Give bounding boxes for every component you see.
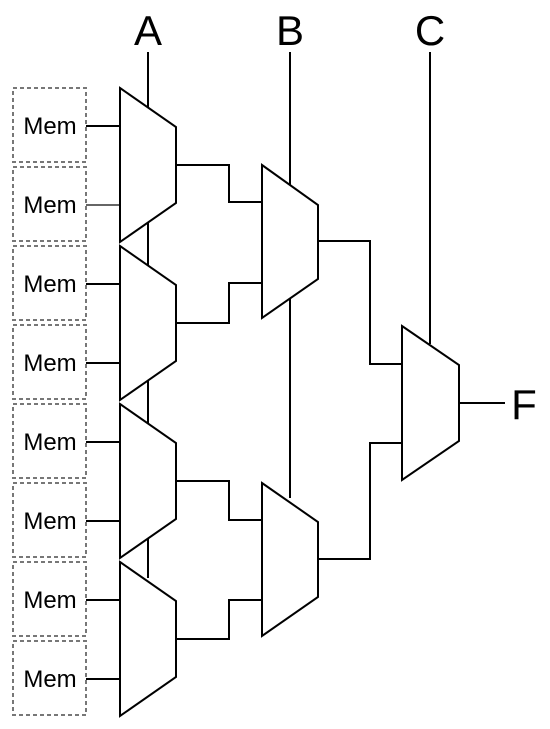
memory-cell-label: Mem	[23, 587, 76, 614]
memory-cell	[12, 87, 87, 163]
memory-cell	[12, 166, 87, 242]
select-label-c: C	[415, 7, 445, 54]
memory-input-wires	[86, 125, 120, 680]
memory-cell-label: Mem	[23, 271, 76, 298]
memory-cell	[12, 561, 87, 637]
memory-cell-label: Mem	[23, 429, 76, 456]
mux-final	[401, 324, 460, 482]
select-label-a: A	[134, 7, 162, 54]
output-label-f: F	[511, 381, 537, 428]
memory-cell-label: Mem	[23, 113, 76, 140]
mux-level2	[261, 163, 319, 320]
select-label-b: B	[276, 7, 304, 54]
memory-cell-label: Mem	[23, 192, 76, 219]
memory-cell	[12, 482, 87, 558]
mux-level1	[119, 86, 177, 244]
memory-cell-label: Mem	[23, 350, 76, 377]
level2-to-level3-wires	[318, 240, 402, 560]
level1-to-level2-wires	[176, 164, 262, 640]
memory-cell	[12, 324, 87, 400]
memory-column: Mem Mem Mem Mem Mem Mem Mem Mem	[12, 87, 87, 716]
mux-level1	[119, 402, 177, 560]
mux-level1	[119, 244, 177, 402]
memory-cell	[12, 403, 87, 479]
memory-cell	[12, 640, 87, 716]
mux-level1	[119, 560, 177, 718]
memory-cell-label: Mem	[23, 508, 76, 535]
memory-cell	[12, 245, 87, 321]
mux-level2	[261, 481, 319, 638]
memory-cell-label: Mem	[23, 666, 76, 693]
